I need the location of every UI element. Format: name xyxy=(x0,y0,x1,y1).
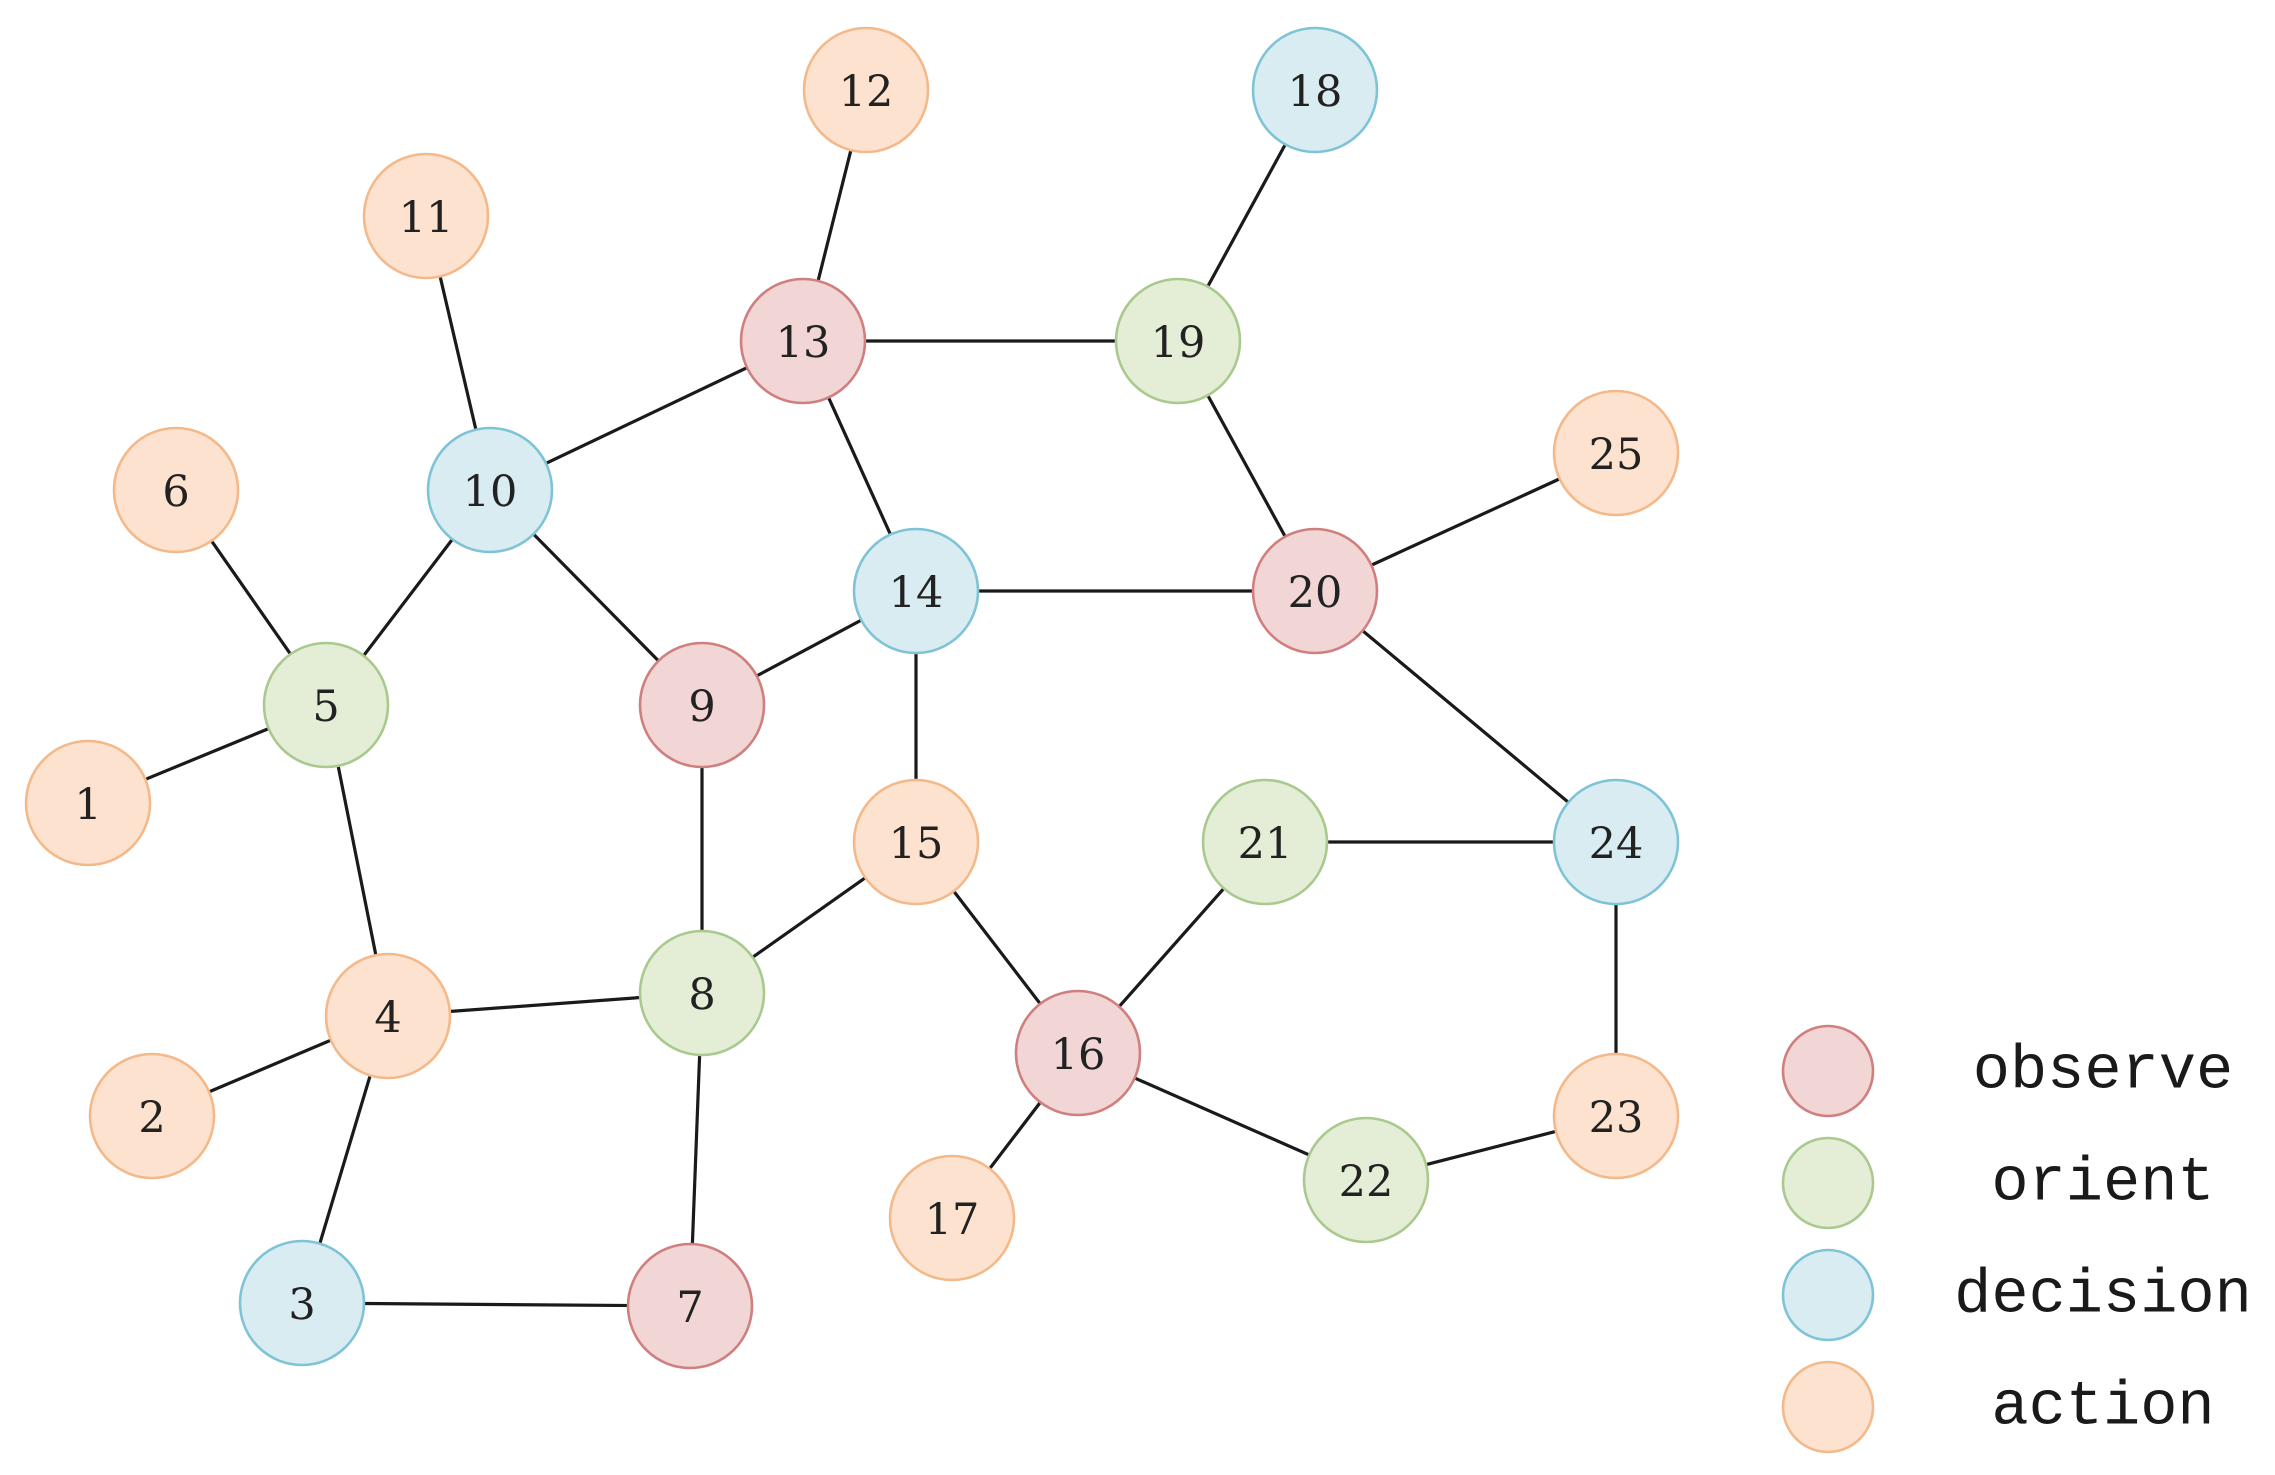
node-circle-orient xyxy=(1114,277,1242,405)
node-25[interactable]: 25 xyxy=(1552,389,1680,517)
node-5[interactable]: 5 xyxy=(262,641,390,769)
node-circle-action xyxy=(88,1052,216,1180)
node-circle-orient xyxy=(638,929,766,1057)
node-circle-action xyxy=(888,1154,1016,1282)
node-circle-action xyxy=(1552,389,1680,517)
node-19[interactable]: 19 xyxy=(1114,277,1242,405)
legend-item-observe: observe xyxy=(1781,1024,2233,1118)
node-label: 11 xyxy=(399,193,454,243)
node-20[interactable]: 20 xyxy=(1251,527,1379,655)
node-label: 14 xyxy=(889,568,944,618)
node-circle-action xyxy=(324,952,452,1080)
node-13[interactable]: 13 xyxy=(739,277,867,405)
legend-swatch xyxy=(1781,1360,1875,1454)
node-label: 17 xyxy=(925,1195,980,1245)
node-7[interactable]: 7 xyxy=(626,1242,754,1370)
node-18[interactable]: 18 xyxy=(1251,26,1379,154)
node-circle-orient xyxy=(1302,1116,1430,1244)
legend-swatch xyxy=(1781,1136,1875,1230)
node-label: 15 xyxy=(889,819,944,869)
node-16[interactable]: 16 xyxy=(1014,989,1142,1117)
legend-swatch xyxy=(1781,1024,1875,1118)
node-2[interactable]: 2 xyxy=(88,1052,216,1180)
node-circle-decision xyxy=(852,527,980,655)
legend-label: action xyxy=(1991,1372,2214,1443)
node-22[interactable]: 22 xyxy=(1302,1116,1430,1244)
edge-20-24 xyxy=(1313,589,1618,844)
node-circle-orient xyxy=(1201,778,1329,906)
node-circle-action xyxy=(24,739,152,867)
node-label: 22 xyxy=(1339,1157,1394,1207)
node-circle-decision xyxy=(238,1239,366,1367)
node-14[interactable]: 14 xyxy=(852,527,980,655)
node-8[interactable]: 8 xyxy=(638,929,766,1057)
node-circle-action xyxy=(1552,1052,1680,1180)
node-circle-action xyxy=(852,778,980,906)
node-label: 21 xyxy=(1238,819,1293,869)
node-label: 5 xyxy=(312,682,339,732)
legend-label: decision xyxy=(1954,1260,2252,1331)
legend-item-action: action xyxy=(1781,1360,2215,1454)
node-21[interactable]: 21 xyxy=(1201,778,1329,906)
node-label: 6 xyxy=(162,467,189,517)
nodes-layer: 1234567891011121314151617181920212223242… xyxy=(24,26,1680,1370)
node-circle-decision xyxy=(1552,778,1680,906)
node-label: 23 xyxy=(1589,1093,1644,1143)
node-label: 19 xyxy=(1151,318,1206,368)
node-label: 10 xyxy=(463,467,518,517)
node-9[interactable]: 9 xyxy=(638,641,766,769)
node-circle-decision xyxy=(426,426,554,554)
node-circle-action xyxy=(362,152,490,280)
node-label: 2 xyxy=(138,1093,165,1143)
node-label: 16 xyxy=(1051,1030,1106,1080)
node-label: 3 xyxy=(288,1280,315,1330)
node-24[interactable]: 24 xyxy=(1552,778,1680,906)
node-circle-observe xyxy=(1014,989,1142,1117)
node-label: 9 xyxy=(688,682,715,732)
node-label: 13 xyxy=(776,318,831,368)
node-circle-observe xyxy=(739,277,867,405)
node-label: 1 xyxy=(74,780,101,830)
node-label: 18 xyxy=(1288,67,1343,117)
node-11[interactable]: 11 xyxy=(362,152,490,280)
legend-label: observe xyxy=(1973,1036,2233,1107)
node-label: 12 xyxy=(839,67,894,117)
node-17[interactable]: 17 xyxy=(888,1154,1016,1282)
node-circle-action xyxy=(802,26,930,154)
node-label: 20 xyxy=(1288,568,1343,618)
legend-item-orient: orient xyxy=(1781,1136,2215,1230)
legend: observe orient decision action xyxy=(1781,1024,2252,1454)
node-circle-observe xyxy=(1251,527,1379,655)
node-15[interactable]: 15 xyxy=(852,778,980,906)
node-circle-observe xyxy=(638,641,766,769)
legend-swatch xyxy=(1781,1248,1875,1342)
node-circle-orient xyxy=(262,641,390,769)
node-10[interactable]: 10 xyxy=(426,426,554,554)
legend-item-decision: decision xyxy=(1781,1248,2252,1342)
node-circle-action xyxy=(112,426,240,554)
node-circle-observe xyxy=(626,1242,754,1370)
edge-3-7 xyxy=(301,1301,691,1308)
node-3[interactable]: 3 xyxy=(238,1239,366,1367)
node-label: 25 xyxy=(1589,430,1644,480)
node-1[interactable]: 1 xyxy=(24,739,152,867)
node-12[interactable]: 12 xyxy=(802,26,930,154)
node-label: 24 xyxy=(1589,819,1644,869)
node-circle-decision xyxy=(1251,26,1379,154)
node-4[interactable]: 4 xyxy=(324,952,452,1080)
legend-label: orient xyxy=(1991,1148,2214,1219)
node-label: 4 xyxy=(374,993,401,1043)
node-label: 7 xyxy=(676,1283,703,1333)
node-23[interactable]: 23 xyxy=(1552,1052,1680,1180)
node-6[interactable]: 6 xyxy=(112,426,240,554)
node-label: 8 xyxy=(688,970,715,1020)
